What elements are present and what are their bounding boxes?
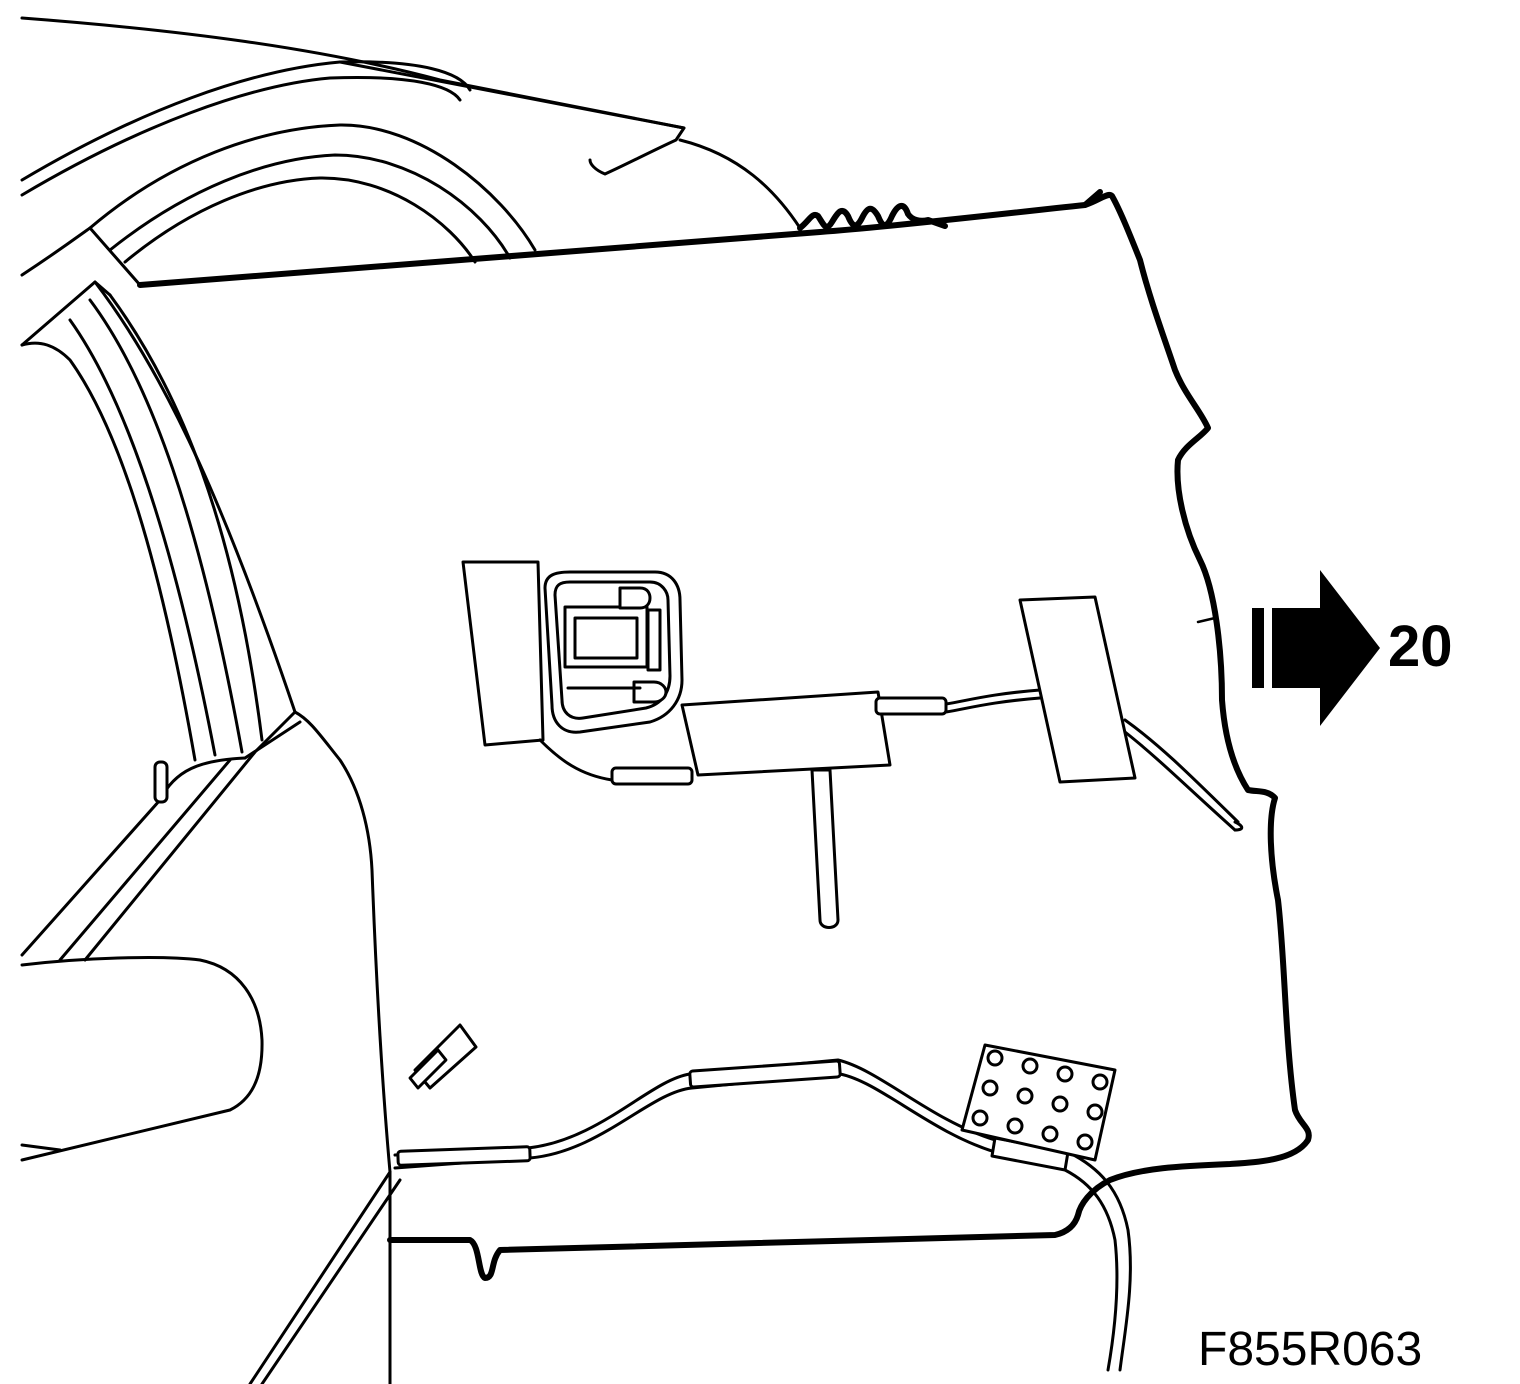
next-step-number: 20 (1388, 614, 1453, 679)
clip-dots (971, 1049, 1109, 1151)
clip-pad (960, 1043, 1117, 1162)
roof-frame (20, 16, 802, 287)
wiring-harness (461, 560, 1244, 929)
rear-pillar (20, 280, 392, 1174)
figure-code: F855R063 (1198, 1323, 1423, 1376)
side-panel (20, 956, 402, 1384)
next-step-arrow-icon (1252, 570, 1380, 726)
lower-cable (393, 1023, 1132, 1372)
trim-panel (137, 189, 1312, 1281)
